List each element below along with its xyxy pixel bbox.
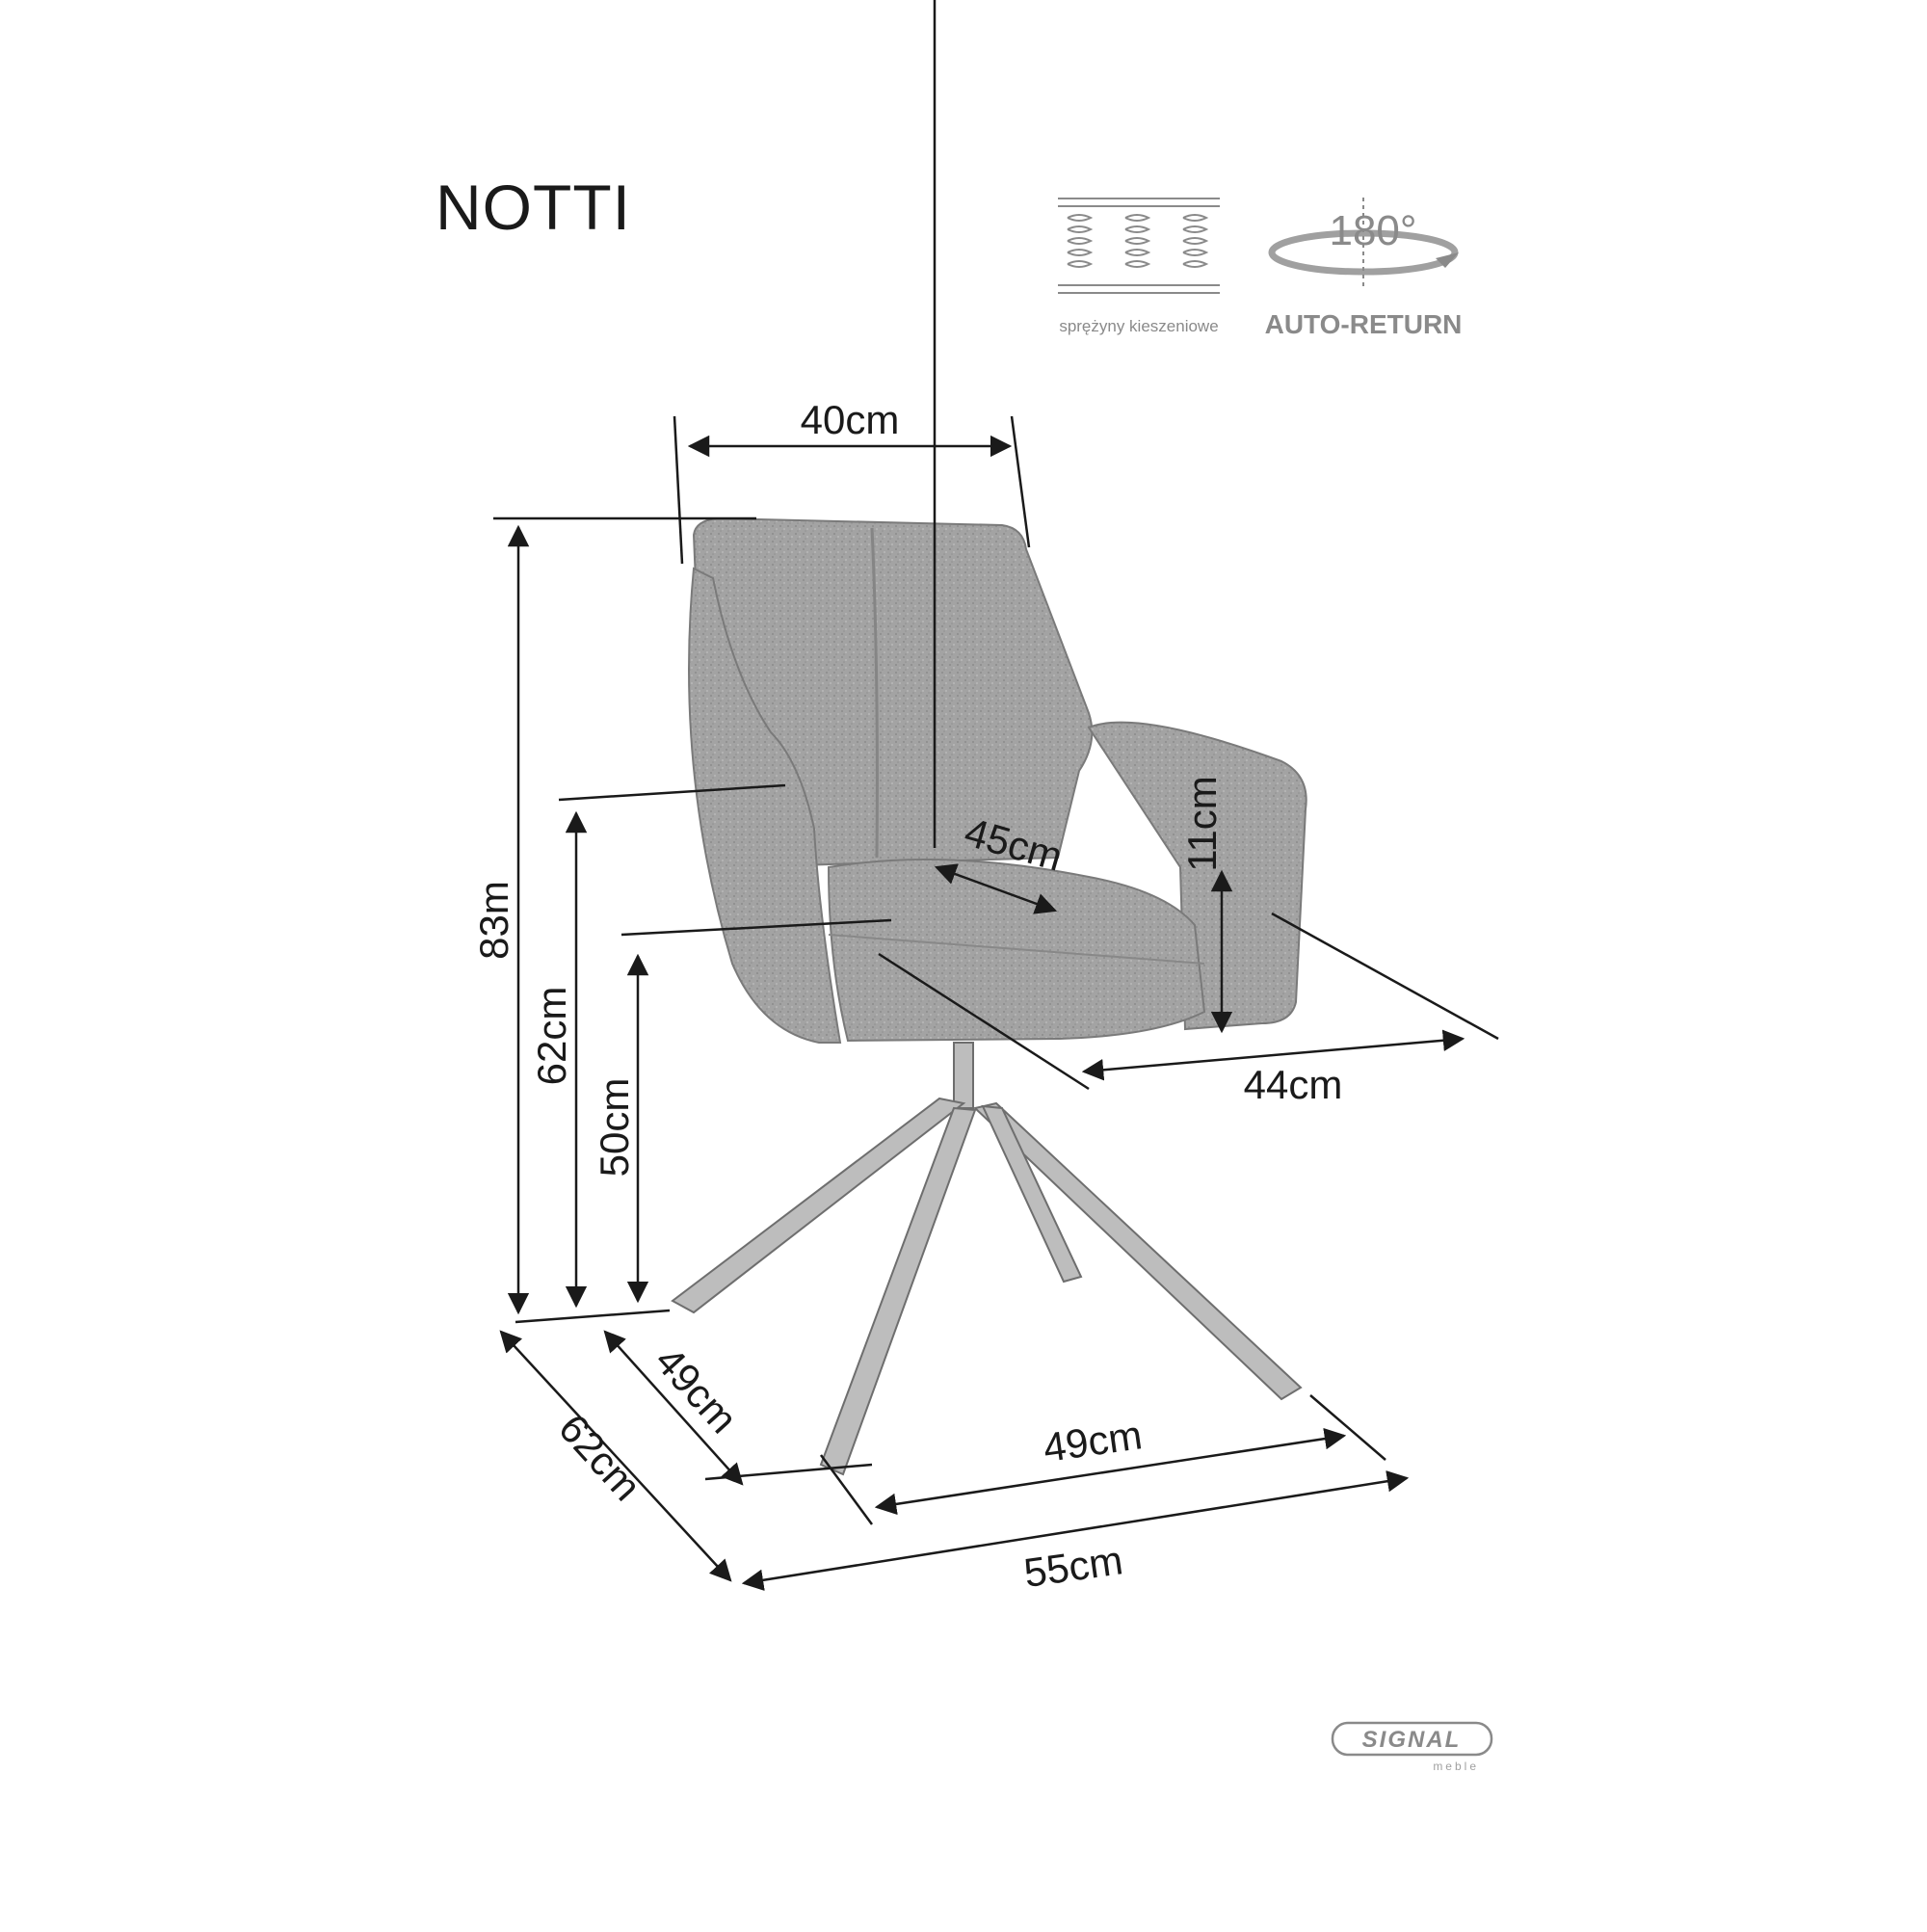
product-title: NOTTI bbox=[436, 172, 631, 243]
seat-front-edge bbox=[828, 934, 1205, 965]
chair-base-legs bbox=[671, 1042, 1303, 1476]
dim-armrest-height: 62cm bbox=[529, 987, 574, 1086]
pocket-springs-label: sprężyny kieszeniowe bbox=[1059, 317, 1218, 335]
chair-illustration bbox=[671, 516, 1307, 1476]
dim-seat-width: 44cm bbox=[1244, 1062, 1343, 1107]
pocket-springs-icon bbox=[1058, 198, 1220, 294]
brand-sub: meble bbox=[1433, 1760, 1479, 1773]
dim-base-width: 49cm bbox=[1041, 1412, 1145, 1470]
dim-seat-height: 50cm bbox=[592, 1078, 637, 1178]
dim-seat-back-width: 40cm bbox=[801, 397, 900, 442]
dim-total-height: 83m bbox=[471, 881, 516, 960]
dim-total-width: 55cm bbox=[1021, 1537, 1125, 1596]
dimension-lines bbox=[493, 0, 1499, 1591]
chair-seat bbox=[827, 859, 1206, 1043]
dim-armrest-rise: 11cm bbox=[1179, 776, 1225, 872]
brand-name: SIGNAL bbox=[1362, 1727, 1462, 1753]
backrest-seam bbox=[870, 527, 879, 859]
auto-return-badge: 180° AUTO-RETURN bbox=[1265, 198, 1463, 339]
pocket-springs-badge: sprężyny kieszeniowe bbox=[1058, 198, 1220, 335]
dim-base-depth: 49cm bbox=[647, 1337, 747, 1442]
signal-logo: SIGNAL meble bbox=[1331, 1721, 1493, 1773]
rotate-180-icon bbox=[1268, 198, 1459, 289]
auto-return-label: AUTO-RETURN bbox=[1265, 309, 1463, 339]
swivel-angle: 180° bbox=[1329, 207, 1416, 254]
dim-total-depth: 62cm bbox=[550, 1405, 650, 1509]
chair-right-armrest bbox=[1087, 721, 1307, 1031]
